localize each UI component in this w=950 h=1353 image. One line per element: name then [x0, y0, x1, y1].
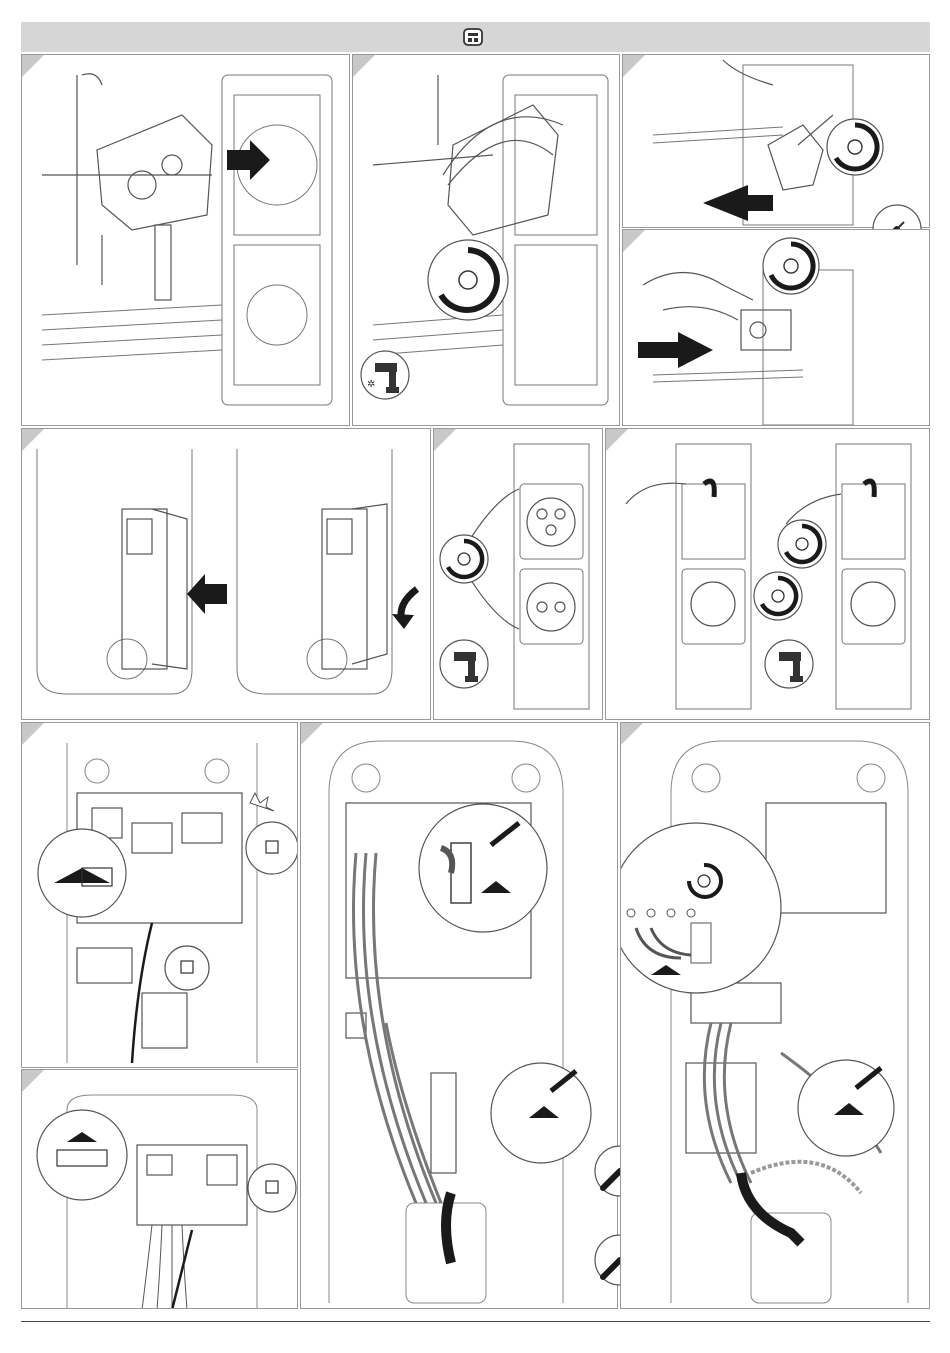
cordless-drill-icon: ✲: [361, 351, 409, 399]
step-1-panel: [21, 54, 350, 426]
arrow-up-icon: [491, 1063, 591, 1163]
step-10-illustration: [301, 723, 618, 1309]
arrow-right-icon: [227, 140, 270, 180]
step-4-illustration: [623, 230, 930, 426]
step-4-panel: [622, 229, 930, 426]
rotate-screw-icon: [763, 238, 819, 294]
step-10-panel: [300, 722, 618, 1309]
rotate-screw-icon: [621, 823, 781, 993]
disconnect-spark-icon: [165, 793, 298, 990]
cordless-drill-icon: [440, 640, 488, 688]
step-8-illustration: [22, 723, 298, 1068]
arrow-right-icon: [638, 332, 713, 368]
arrow-left-icon: [187, 574, 227, 614]
step-8-panel: [21, 722, 298, 1068]
step-6-panel: [433, 428, 603, 720]
step-9-illustration: [22, 1070, 298, 1309]
arrow-up-icon: [37, 1110, 127, 1200]
disconnect-spark-icon: [248, 1164, 296, 1212]
rotate-screw-icon: [827, 119, 883, 175]
charger-station-icon: [462, 27, 484, 47]
step-5-panel: [21, 428, 431, 720]
rotate-screw-icon: [440, 535, 488, 583]
svg-text:✲: ✲: [367, 379, 375, 390]
step-7-panel: [605, 428, 930, 720]
step-2-illustration: ✲: [353, 55, 620, 426]
cordless-drill-icon: [765, 640, 813, 688]
step-2-panel: ✲: [352, 54, 620, 426]
step-6-illustration: [434, 429, 603, 720]
arrow-up-icon: [798, 1060, 894, 1156]
step-3-panel: [622, 54, 930, 228]
step-1-illustration: [22, 55, 350, 426]
step-11-panel: [620, 722, 930, 1309]
step-tab: [22, 55, 44, 77]
step-5-illustration: [22, 429, 431, 720]
step-11-illustration: [621, 723, 930, 1309]
step-9-panel: [21, 1069, 298, 1309]
step-7-illustration: [606, 429, 930, 720]
bottom-rule: [21, 1321, 930, 1322]
arrow-left-icon: [703, 185, 773, 221]
rotate-screw-icon: [428, 240, 508, 320]
arrow-up-icon: [38, 829, 126, 917]
arrow-up-icon: [419, 804, 547, 932]
rotate-screw-icon: [754, 520, 826, 620]
